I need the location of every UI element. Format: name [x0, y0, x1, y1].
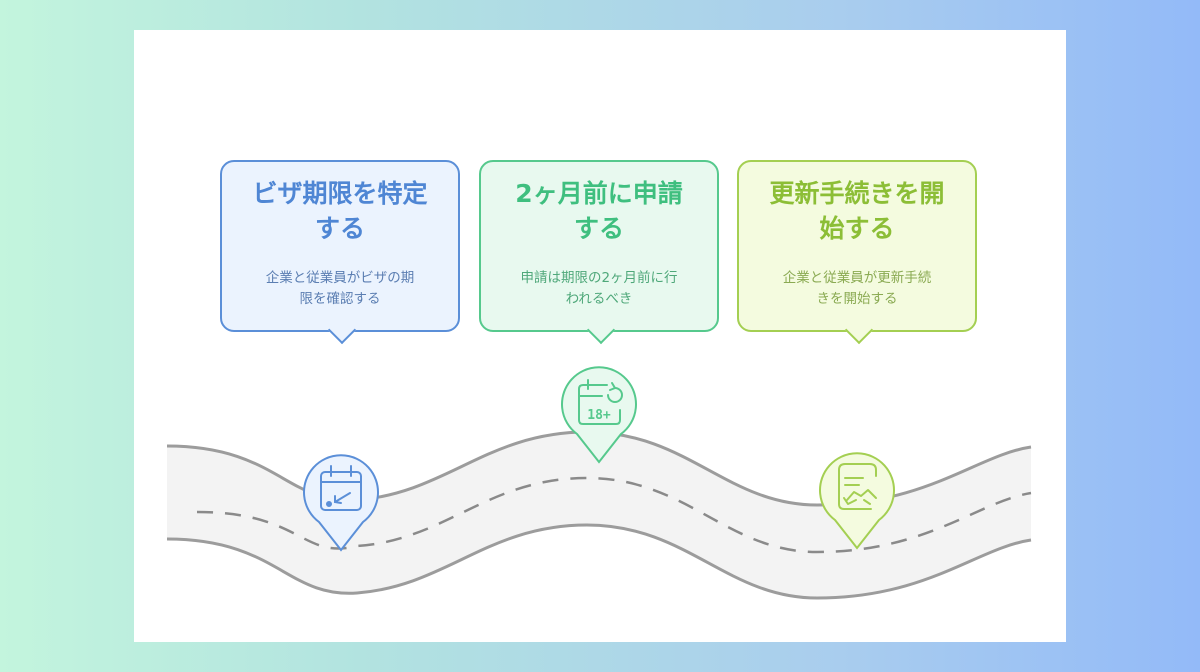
step-2-title: 2ヶ月前に申請 する	[495, 176, 703, 246]
calendar-icon	[320, 465, 362, 511]
step-card-3: 更新手続きを開 始する 企業と従業員が更新手続 きを開始する	[737, 160, 977, 345]
step-2-title-line-1: 2ヶ月前に申請	[515, 179, 683, 208]
step-2-desc-line-1: 申請は期限の2ヶ月前に行	[520, 270, 678, 286]
road: 18+	[166, 366, 1032, 600]
diagram-panel: 18+ ビザ期限を特定 する 企業と従業員がビザの期 限を確認する	[134, 30, 1066, 642]
marker-blue	[303, 454, 379, 552]
road-surface	[167, 432, 1031, 598]
step-2-desc-line-2: われるべき	[565, 291, 633, 307]
document-handshake-icon	[838, 463, 877, 510]
step-1-desc-line-1: 企業と従業員がビザの期	[265, 270, 415, 286]
step-3-title: 更新手続きを開 始する	[753, 176, 961, 246]
step-3-desc-line-2: きを開始する	[816, 291, 898, 307]
step-1-description: 企業と従業員がビザの期 限を確認する	[250, 268, 430, 310]
road-center-line	[196, 476, 1032, 554]
step-3-title-line-1: 更新手続きを開	[769, 179, 945, 208]
road-edge-bottom	[166, 523, 1032, 600]
step-2-description: 申請は期限の2ヶ月前に行 われるべき	[509, 268, 689, 310]
step-3-title-line-2: 始する	[819, 214, 895, 243]
step-1-title: ビザ期限を特定 する	[236, 176, 444, 246]
step-1-title-line-2: する	[314, 214, 365, 243]
map-pin-green	[561, 366, 637, 464]
step-1-desc-line-2: 限を確認する	[299, 291, 381, 307]
calendar-18-plus-label: 18+	[587, 408, 611, 423]
marker-lime	[819, 452, 895, 550]
step-2-title-line-2: する	[573, 214, 624, 243]
step-card-1: ビザ期限を特定 する 企業と従業員がビザの期 限を確認する	[220, 160, 460, 345]
step-1-title-line-1: ビザ期限を特定	[252, 179, 428, 208]
step-3-description: 企業と従業員が更新手続 きを開始する	[767, 268, 947, 310]
step-3-desc-line-1: 企業と従業員が更新手続	[782, 270, 932, 286]
calendar-18-plus-icon	[578, 379, 623, 425]
step-card-2: 2ヶ月前に申請 する 申請は期限の2ヶ月前に行 われるべき	[479, 160, 719, 345]
marker-green: 18+	[561, 366, 637, 464]
